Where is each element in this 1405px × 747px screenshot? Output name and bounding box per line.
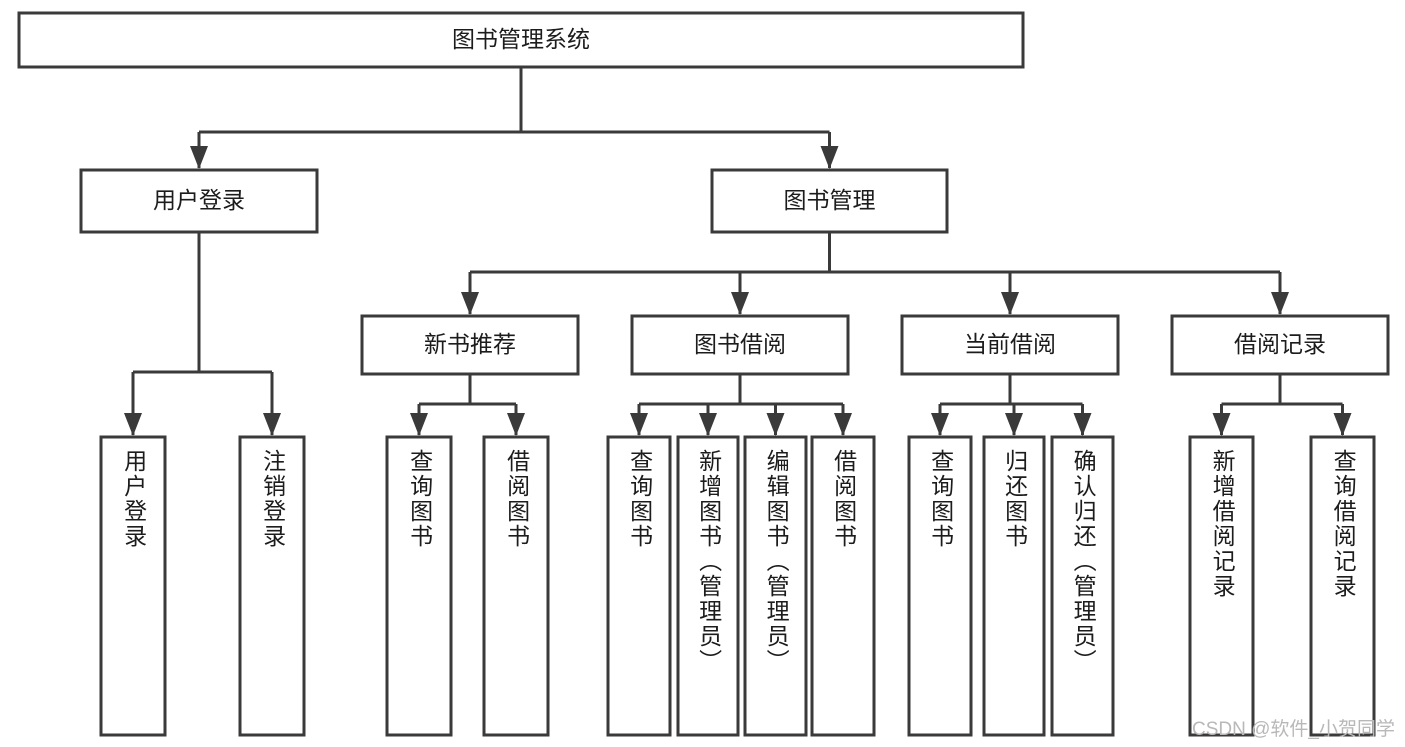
node-leaf-add-book[interactable] [676, 435, 740, 737]
watermark-credit: CSDN @软件_小贺同学 [1192, 719, 1395, 740]
node-leaf-borrow-book-2[interactable] [810, 435, 876, 737]
node-box [810, 435, 876, 737]
node-book-borrow[interactable]: 图书借阅 [630, 314, 850, 376]
node-box [676, 435, 740, 737]
node-box [385, 435, 453, 737]
node-new-book-rec[interactable]: 新书推荐 [360, 314, 580, 376]
node-leaf-query-book-2[interactable] [606, 435, 672, 737]
arrow-head-icon [190, 146, 208, 169]
node-leaf-user-logout[interactable] [238, 435, 306, 737]
node-box [79, 168, 319, 234]
node-label: 图书管理系统 [452, 26, 590, 52]
node-leaf-edit-book[interactable] [743, 435, 808, 737]
node-leaf-borrow-book-1[interactable] [482, 435, 550, 737]
arrow-head-icon [834, 413, 852, 436]
node-box [360, 314, 580, 376]
node-box [482, 435, 550, 737]
node-label: 新书推荐 [424, 331, 516, 357]
arrow-head-icon [507, 413, 525, 436]
node-box [1050, 435, 1115, 737]
node-box [238, 435, 306, 737]
node-label: 图书管理 [784, 187, 876, 213]
arrow-head-icon [1212, 413, 1231, 436]
node-box [982, 435, 1046, 737]
node-box [900, 314, 1120, 376]
node-box [710, 168, 949, 234]
node-leaf-query-book-3[interactable] [907, 435, 973, 737]
node-root[interactable]: 图书管理系统 [17, 11, 1025, 69]
node-user-login[interactable]: 用户登录 [79, 168, 319, 234]
node-book-manage[interactable]: 图书管理 [710, 168, 949, 234]
node-leaf-confirm-return[interactable] [1050, 435, 1115, 737]
node-leaf-add-record[interactable] [1188, 435, 1255, 737]
arrow-head-icon [731, 292, 749, 315]
arrow-head-icon [931, 413, 949, 436]
arrow-head-icon [124, 413, 142, 436]
arrow-head-icon [1333, 413, 1352, 436]
node-box [99, 435, 167, 737]
arrow-head-icon [1001, 292, 1019, 315]
arrow-head-icon [699, 413, 717, 436]
arrow-head-icon [410, 413, 428, 436]
node-box [743, 435, 808, 737]
node-box [630, 314, 850, 376]
arrow-head-icon [630, 413, 648, 436]
node-current-borrow[interactable]: 当前借阅 [900, 314, 1120, 376]
arrow-head-icon [820, 146, 839, 169]
arrow-head-icon [1005, 413, 1023, 436]
node-leaf-return-book[interactable] [982, 435, 1046, 737]
node-box [1309, 435, 1376, 737]
arrow-head-icon [1271, 292, 1289, 315]
node-box [17, 11, 1025, 69]
node-label: 当前借阅 [964, 331, 1056, 357]
node-box [907, 435, 973, 737]
arrow-head-icon [1073, 413, 1092, 436]
node-label: 图书借阅 [694, 331, 786, 357]
node-box [1170, 314, 1390, 376]
node-box [1188, 435, 1255, 737]
node-leaf-query-book-1[interactable] [385, 435, 453, 737]
arrow-head-icon [461, 292, 479, 315]
arrow-head-icon [766, 413, 785, 436]
node-leaf-user-login[interactable] [99, 435, 167, 737]
arrow-head-icon [263, 413, 281, 436]
node-label: 用户登录 [153, 187, 245, 213]
node-label: 借阅记录 [1234, 331, 1326, 357]
node-leaf-query-record[interactable] [1309, 435, 1376, 737]
node-box [606, 435, 672, 737]
connector-layer [124, 67, 1352, 436]
node-borrow-record[interactable]: 借阅记录 [1170, 314, 1390, 376]
